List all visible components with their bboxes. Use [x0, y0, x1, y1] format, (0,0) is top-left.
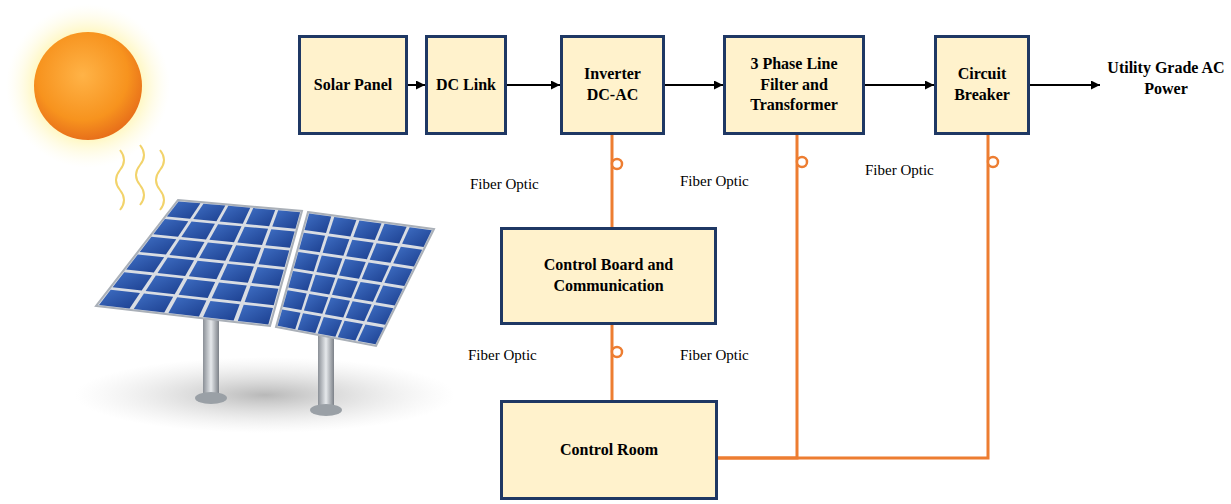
- process-box: Control Board and Communication: [500, 227, 717, 325]
- heat-waves: [116, 145, 164, 210]
- link-label: Fiber Optic: [680, 346, 790, 364]
- sun: [6, 4, 170, 168]
- process-box: 3 Phase Line Filter and Transformer: [723, 35, 865, 135]
- process-box: Inverter DC-AC: [560, 35, 665, 135]
- flow-arrow: [408, 84, 425, 86]
- solar-panel-illustration: [96, 200, 434, 346]
- link-label: Fiber Optic: [470, 175, 580, 193]
- extra-lines: [1030, 85, 1100, 86]
- ground-shadow: [75, 357, 455, 433]
- flow-arrow: [507, 84, 560, 86]
- box-label: DC Link: [436, 75, 496, 96]
- fiber-optic-link: [611, 325, 614, 400]
- link-label: Fiber Optic: [468, 346, 578, 364]
- box-label: Circuit Breaker: [943, 64, 1021, 106]
- output-label: Utility Grade AC Power: [1104, 58, 1228, 100]
- fiber-optic-link: [611, 135, 614, 227]
- link-label: Fiber Optic: [680, 172, 790, 190]
- process-box: Control Room: [500, 400, 718, 500]
- box-label: Control Board and Communication: [509, 255, 708, 297]
- process-box: Solar Panel: [298, 35, 408, 135]
- box-label: 3 Phase Line Filter and Transformer: [732, 54, 856, 116]
- process-box: DC Link: [425, 35, 507, 135]
- box-label: Control Room: [560, 440, 658, 461]
- link-label: Fiber Optic: [865, 161, 975, 179]
- box-label: Solar Panel: [314, 75, 392, 96]
- process-box: Circuit Breaker: [934, 35, 1030, 135]
- output-arrow: [1030, 84, 1100, 86]
- box-label: Inverter DC-AC: [569, 64, 656, 106]
- flow-arrow: [865, 84, 934, 86]
- flow-arrow: [665, 84, 723, 86]
- fiber-optic-link: [718, 135, 988, 458]
